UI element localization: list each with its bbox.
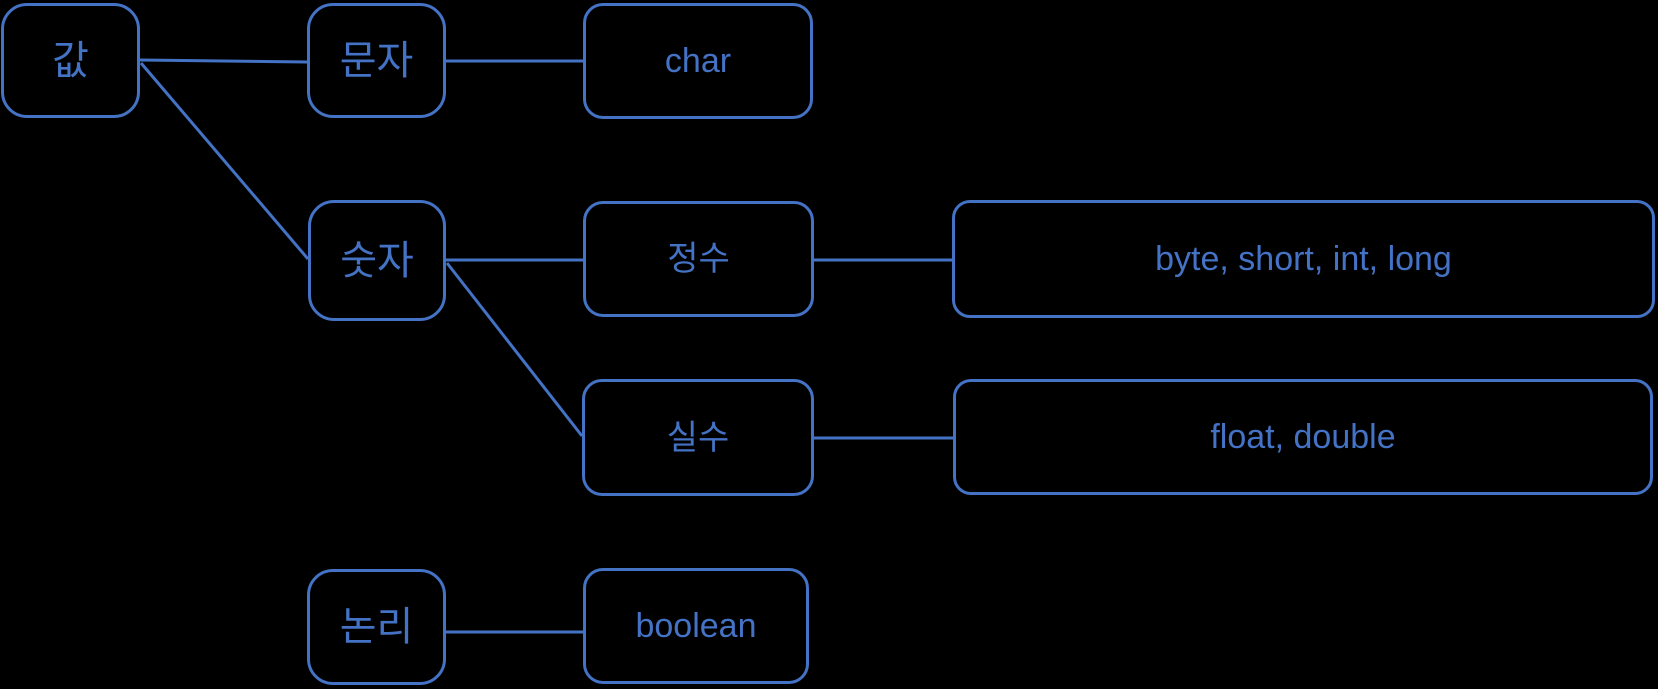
node-real: 실수	[582, 379, 814, 496]
node-real-types-label: float, double	[1210, 418, 1396, 456]
node-logic: 논리	[307, 569, 446, 685]
edge-value-character	[139, 58, 308, 64]
edge-value-number	[139, 62, 310, 260]
node-logic-label: 논리	[339, 605, 414, 649]
node-boolean-type: boolean	[583, 568, 809, 684]
node-character: 문자	[307, 3, 446, 118]
node-integer-types-label: byte, short, int, long	[1155, 240, 1452, 278]
node-char-type: char	[583, 3, 813, 119]
node-character-label: 문자	[339, 38, 414, 83]
node-number: 숫자	[308, 200, 446, 321]
node-integer: 정수	[583, 201, 814, 317]
node-boolean-type-label: boolean	[635, 607, 757, 645]
node-value-label: 값	[52, 38, 89, 83]
node-value: 값	[1, 3, 140, 118]
node-real-types: float, double	[953, 379, 1653, 495]
node-integer-types: byte, short, int, long	[952, 200, 1655, 318]
node-integer-label: 정수	[667, 240, 730, 278]
node-char-type-label: char	[664, 42, 732, 80]
node-real-label: 실수	[666, 418, 730, 457]
edge-number-real	[445, 262, 584, 437]
node-number-label: 숫자	[340, 238, 414, 283]
